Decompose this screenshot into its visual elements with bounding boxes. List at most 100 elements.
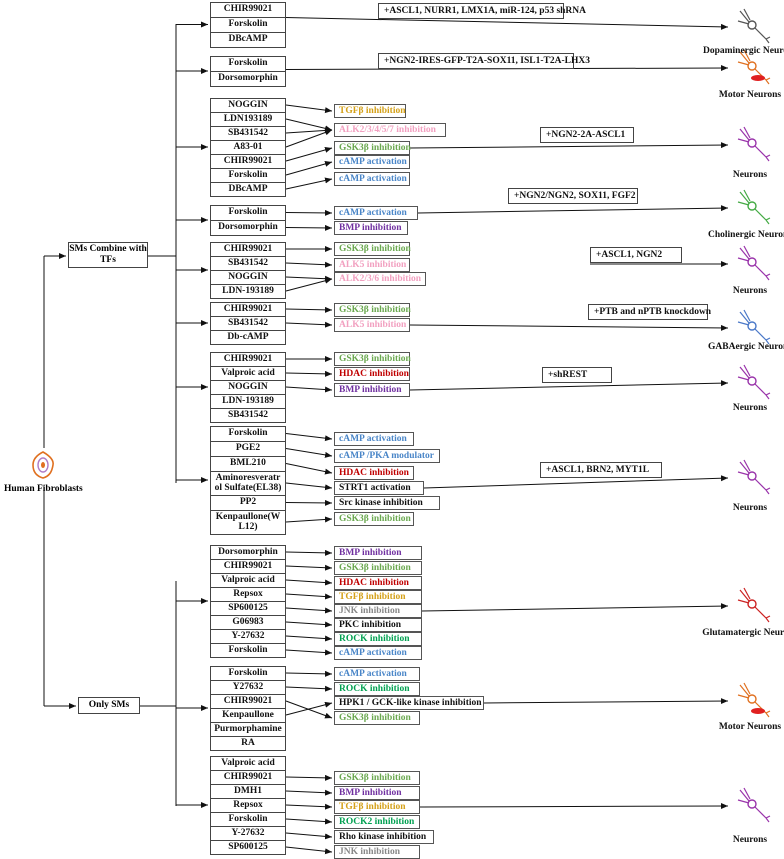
compound-box: Valproic acid — [210, 756, 286, 771]
compound-arrow — [285, 621, 333, 628]
compound-box: Forskolin — [210, 168, 286, 183]
pathway-arrow — [409, 380, 729, 391]
compound-arrow — [285, 789, 333, 796]
compound-arrow — [285, 607, 333, 614]
compound-box: CHIR99021 — [210, 559, 286, 574]
effect-label: Src kinase inhibition — [334, 496, 440, 510]
compound-arrow — [285, 209, 333, 216]
compound-box: NOGGIN — [210, 270, 286, 285]
effect-label: BMP inhibition — [334, 546, 422, 560]
compound-box: Dorsomorphin — [210, 71, 286, 87]
compound-box: Dorsomorphin — [210, 545, 286, 560]
compound-arrow — [285, 818, 333, 825]
compound-box: Forskolin — [210, 643, 286, 658]
compound-arrow — [285, 275, 333, 282]
neuron-icon — [737, 126, 771, 162]
compound-arrow — [285, 161, 333, 176]
compound-arrow — [285, 579, 333, 586]
compound-arrow — [285, 635, 333, 642]
effect-label: ALK5 inhibition — [334, 318, 410, 332]
pathway-arrow — [483, 698, 729, 705]
compound-box: SB431542 — [210, 316, 286, 331]
compound-arrow — [285, 670, 333, 677]
compound-box: Forskolin — [210, 17, 286, 33]
tf-box: +ASCL1, BRN2, MYT1L — [540, 462, 662, 478]
neuron-label: Motor Neurons — [718, 90, 782, 100]
effect-label: TGFβ inhibition — [334, 590, 422, 604]
effect-label: GSK3β inhibition — [334, 141, 411, 155]
compound-arrow — [285, 127, 333, 134]
effect-label: ALK5 inhibition — [334, 258, 410, 272]
effect-label: Rho kinase inhibition — [334, 830, 434, 844]
effect-label: BMP inhibition — [334, 383, 410, 397]
compound-box: LDN-193189 — [210, 394, 286, 409]
compound-box: Db-cAMP — [210, 330, 286, 345]
neuron-label: Dopaminergic Neurons — [702, 46, 784, 56]
compound-box: Y-27632 — [210, 826, 286, 841]
compound-arrow — [285, 482, 333, 491]
pathway-arrow — [285, 17, 729, 30]
compound-box: Purmorphamine — [210, 722, 286, 737]
compound-box: BML210 — [210, 456, 286, 472]
fibroblast-icon — [30, 450, 56, 480]
effect-label: GSK3β inhibition — [334, 242, 411, 256]
compound-box: NOGGIN — [210, 98, 286, 113]
compound-box: Kenpaullone — [210, 708, 286, 723]
compound-box: PGE2 — [210, 441, 286, 457]
compound-box: Repsox — [210, 587, 286, 602]
neuron-label: Neurons — [732, 403, 768, 413]
compound-box: DMH1 — [210, 784, 286, 799]
effect-label: BMP inhibition — [334, 786, 420, 800]
compound-box: CHIR99021 — [210, 2, 286, 18]
pathway-arrow — [417, 205, 729, 214]
effect-label: GSK3β inhibition — [334, 771, 420, 785]
compound-arrow — [285, 463, 333, 475]
compound-arrow — [285, 649, 333, 656]
compound-box: Repsox — [210, 798, 286, 813]
compound-box: CHIR99021 — [210, 302, 286, 317]
compound-box: SB431542 — [210, 126, 286, 141]
compound-box: Kenpaullone(W L12) — [210, 510, 286, 535]
tf-box: +shREST — [542, 367, 612, 383]
effect-label: cAMP activation — [334, 646, 422, 660]
compound-box: A83-01 — [210, 140, 286, 155]
compound-arrow — [285, 593, 333, 600]
compound-arrow — [285, 448, 333, 458]
compound-arrow — [285, 516, 333, 523]
effect-label: HDAC inhibition — [334, 576, 422, 590]
effect-label: GSK3β inhibition — [334, 303, 411, 317]
pathway-arrow — [421, 603, 729, 612]
root-label: Human Fibroblasts — [4, 484, 83, 494]
effect-label: GSK3β inhibition — [334, 352, 411, 366]
category-only-sms: Only SMs — [78, 697, 140, 714]
compound-box: SP600125 — [210, 601, 286, 616]
pathway-arrow — [419, 803, 729, 810]
neuron-label: Glutamatergic Neurons — [702, 628, 784, 638]
tf-box: +NGN2/NGN2, SOX11, FGF2 — [508, 188, 638, 204]
effect-label: JNK inhibition — [334, 604, 422, 618]
compound-box: Y27632 — [210, 680, 286, 695]
compound-box: SB431542 — [210, 256, 286, 271]
compound-box: G06983 — [210, 615, 286, 630]
pathway-arrow — [409, 142, 729, 149]
effect-label: STRT1 activation — [334, 481, 424, 495]
compound-arrow — [285, 846, 333, 855]
compound-box: SP600125 — [210, 840, 286, 855]
tf-box: +NGN2-2A-ASCL1 — [540, 127, 634, 143]
compound-arrow — [285, 129, 333, 148]
effect-label: HPK1 / GCK-like kinase inhibition — [334, 696, 484, 710]
compound-arrow — [285, 433, 333, 442]
neuron-label: GABAergic Neurons — [708, 342, 784, 352]
effect-label: ROCK2 inhibition — [334, 815, 420, 829]
compound-arrow — [285, 685, 333, 692]
compound-box: Aminoresveratr ol Sulfate(EL38) — [210, 471, 286, 496]
compound-arrow — [285, 370, 333, 377]
neuron-label: Cholinergic Neurons — [707, 230, 784, 240]
compound-box: PP2 — [210, 495, 286, 511]
effect-label: cAMP activation — [334, 432, 414, 446]
compound-arrow — [285, 261, 333, 268]
compound-box: Forskolin — [210, 426, 286, 442]
effect-label: ROCK inhibition — [334, 632, 422, 646]
effect-label: HDAC inhibition — [334, 466, 414, 480]
category-combine-tfs: SMs Combine with TFs — [68, 242, 148, 268]
